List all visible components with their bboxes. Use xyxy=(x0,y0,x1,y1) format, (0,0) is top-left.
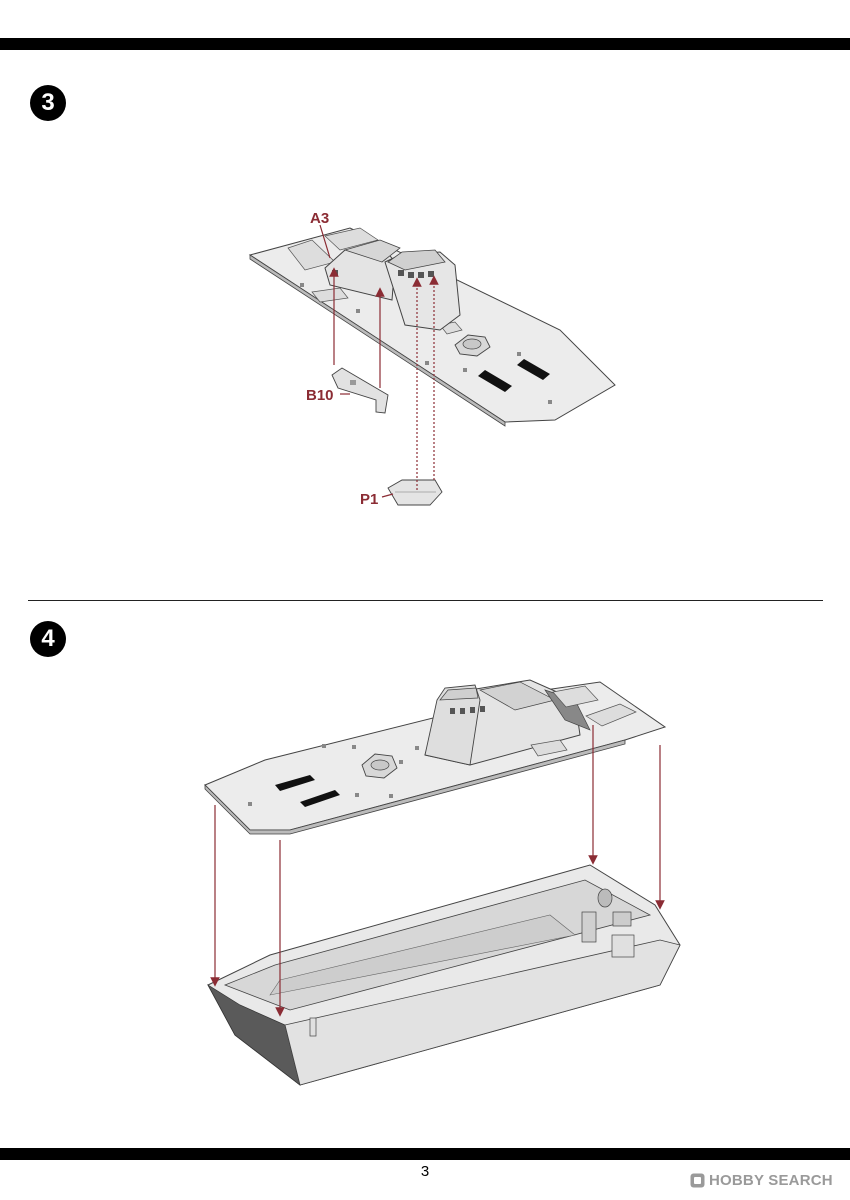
deck-turret-cap xyxy=(370,759,390,771)
step-4-number: 4 xyxy=(41,625,55,652)
hull-bulkhead xyxy=(581,911,597,943)
hull-hatch xyxy=(611,934,635,958)
hull-fitting xyxy=(612,911,632,927)
deck-panel xyxy=(311,287,349,303)
hull-engine xyxy=(597,888,613,908)
deck-panel xyxy=(530,739,568,757)
part-b10 xyxy=(331,367,389,414)
label-b10: B10 xyxy=(306,387,334,404)
deck-windows xyxy=(450,706,485,714)
deck-marking xyxy=(478,370,512,392)
step-3-illustration: A3 B10 P1 xyxy=(248,210,616,508)
turret-cap xyxy=(462,338,482,350)
deck-fittings xyxy=(300,283,552,404)
watermark: HOBBY SEARCH xyxy=(690,1170,845,1190)
watermark-text: HOBBY SEARCH xyxy=(709,1171,833,1189)
hull-hatch xyxy=(309,1017,317,1037)
deck-panel xyxy=(324,227,379,251)
hull-floor xyxy=(269,914,576,996)
deck-panel xyxy=(585,703,637,727)
label-a3: A3 xyxy=(310,210,329,227)
deck-edge xyxy=(249,254,506,427)
page-number: 3 xyxy=(420,1163,430,1180)
deck-panel xyxy=(552,685,599,708)
hobby-search-logo-icon xyxy=(690,1173,705,1187)
deck-marking xyxy=(517,359,550,380)
step-4-badge: 4 xyxy=(30,621,66,657)
step-3-number: 3 xyxy=(41,89,55,116)
assembly-arrows xyxy=(319,224,439,498)
step-3-badge: 3 xyxy=(30,85,66,121)
tower-top xyxy=(387,249,446,271)
deck-fittings xyxy=(248,744,419,806)
assembly-arrows xyxy=(210,725,665,1017)
deck-tower-top xyxy=(439,687,479,701)
deck-marking xyxy=(275,775,315,791)
part-p1 xyxy=(387,479,443,506)
superstructure-top xyxy=(343,239,401,263)
deck-assembly-edge xyxy=(204,739,626,835)
deck-marking xyxy=(300,790,340,807)
label-p1: P1 xyxy=(360,491,378,508)
step-divider xyxy=(28,600,823,601)
bottom-rule xyxy=(0,1148,850,1160)
part-b10-slot xyxy=(350,380,356,385)
hull-side xyxy=(284,939,681,1086)
top-rule xyxy=(0,38,850,50)
deck-tower xyxy=(424,684,481,766)
